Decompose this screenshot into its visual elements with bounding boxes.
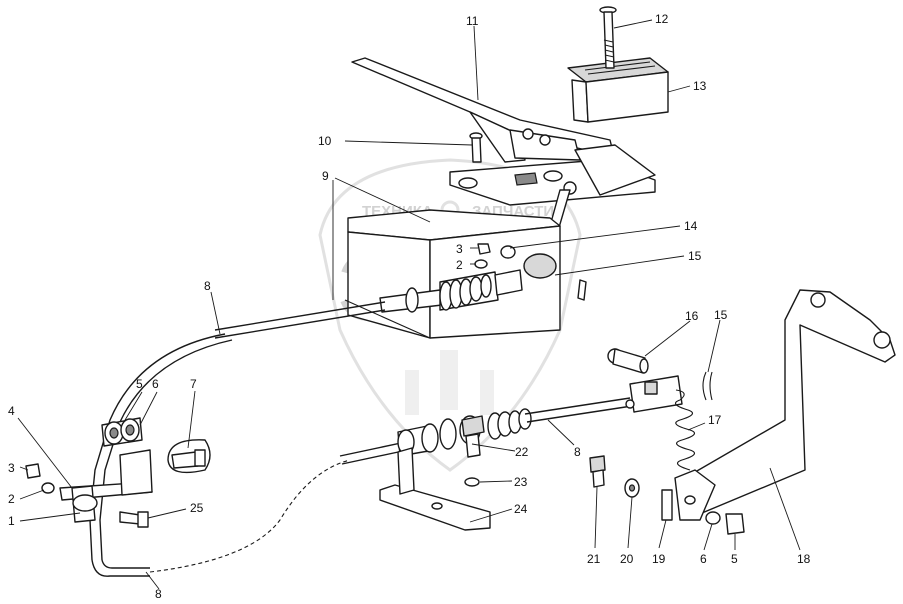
callout-11: 11	[466, 14, 479, 28]
callout-10: 10	[318, 134, 332, 148]
callout-25: 25	[190, 501, 204, 515]
callout-3-left: 3	[8, 461, 15, 475]
clamp-bracket	[59, 449, 153, 523]
callout-5-right: 5	[731, 552, 738, 566]
callout-17: 17	[708, 413, 722, 427]
callout-14: 14	[684, 219, 698, 233]
left-rings	[101, 417, 143, 447]
pin-16	[607, 348, 649, 374]
callout-8-upper: 8	[204, 279, 211, 293]
callout-6-left: 6	[152, 377, 159, 391]
callout-20: 20	[620, 552, 634, 566]
upper-nut	[474, 243, 491, 269]
callout-18: 18	[797, 552, 811, 566]
callout-24: 24	[514, 502, 528, 516]
cotter-pin	[702, 371, 713, 401]
callout-9: 9	[322, 169, 329, 183]
callout-5-left: 5	[136, 377, 143, 391]
callout-numbers: 11 12 13 10 9 14 15 3 2 8 16 15 17 8 22 …	[8, 12, 811, 601]
callout-12: 12	[655, 12, 669, 26]
bolt-7	[167, 439, 211, 474]
callout-2-left: 2	[8, 492, 15, 506]
pedal-arm	[351, 57, 613, 163]
callout-23: 23	[514, 475, 528, 489]
callout-2-upper: 2	[456, 258, 463, 272]
bolt-22	[461, 415, 485, 487]
clevis-spring	[625, 375, 696, 471]
cable-8	[89, 301, 418, 577]
callout-13: 13	[693, 79, 707, 93]
callout-1: 1	[8, 514, 15, 528]
callout-4: 4	[8, 404, 15, 418]
lower-bracket	[379, 447, 491, 531]
upper-cable-end	[379, 245, 587, 313]
callout-15-upper: 15	[688, 249, 702, 263]
lever-bracket	[661, 289, 896, 521]
callout-21: 21	[587, 552, 601, 566]
leader-lines	[17, 19, 801, 590]
callout-16: 16	[685, 309, 699, 323]
right-nut-washer	[705, 511, 745, 535]
pedal-pad	[567, 57, 669, 123]
bolt-21	[589, 455, 640, 498]
bolt-12	[599, 6, 617, 69]
callout-3-upper: 3	[456, 242, 463, 256]
left-nut-washer	[25, 463, 55, 494]
callout-8-middle: 8	[574, 445, 581, 459]
callout-8-lower: 8	[155, 587, 162, 601]
callout-15-right: 15	[714, 308, 728, 322]
callout-6-right: 6	[700, 552, 707, 566]
callout-7: 7	[190, 377, 197, 391]
callout-22: 22	[515, 445, 529, 459]
callout-19: 19	[652, 552, 666, 566]
bolt-25	[119, 511, 149, 528]
bolt-10	[469, 132, 483, 163]
